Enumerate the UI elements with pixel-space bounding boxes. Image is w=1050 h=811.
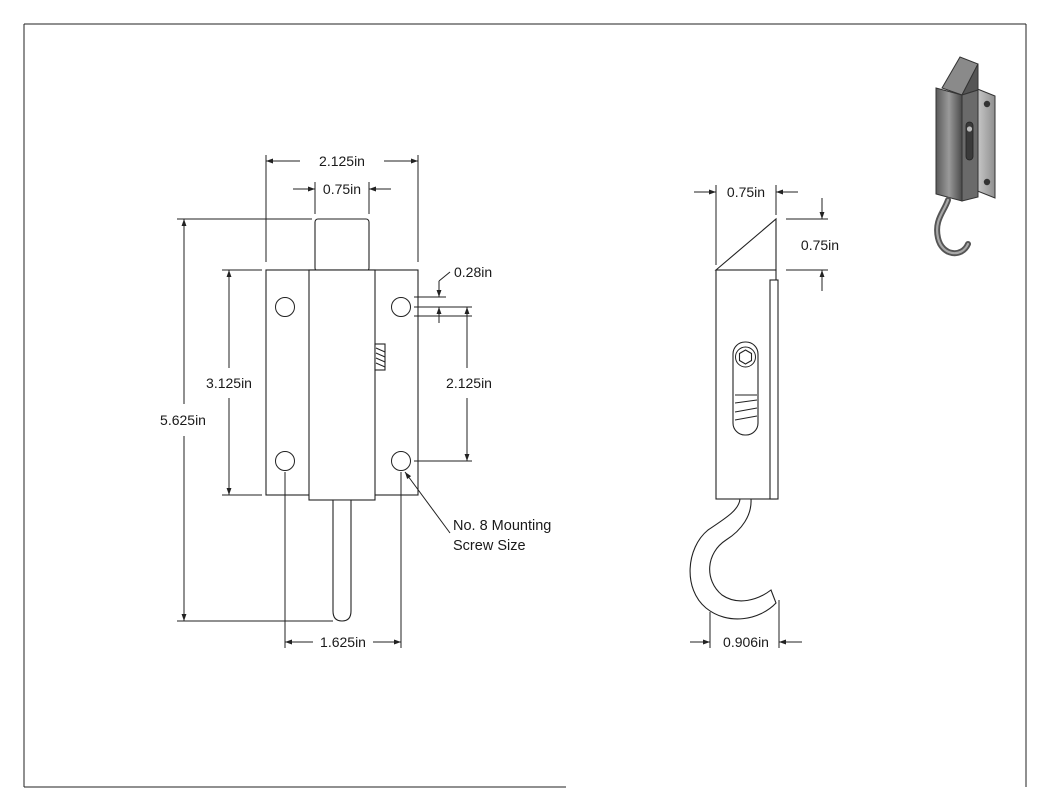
dim-hole-spacing-horizontal: 1.625in bbox=[320, 634, 366, 650]
side-hook bbox=[689, 498, 777, 620]
front-view bbox=[265, 218, 419, 622]
dim-overall-height: 5.625in bbox=[160, 412, 206, 428]
note-screw-line1: No. 8 Mounting bbox=[453, 518, 551, 534]
side-dimensions: 0.75in 0.75in 0.906in bbox=[690, 184, 839, 650]
dim-overall-width: 2.125in bbox=[319, 153, 365, 169]
dim-bevel-width: 0.75in bbox=[727, 184, 765, 200]
isometric-render bbox=[934, 56, 996, 256]
dim-hole-offset: 0.28in bbox=[454, 264, 492, 280]
bolt-shaft bbox=[332, 499, 352, 622]
dim-bevel-height: 0.75in bbox=[801, 237, 839, 253]
side-body bbox=[714, 217, 777, 271]
spring-detail bbox=[374, 343, 386, 371]
dim-hole-spacing-vertical: 2.125in bbox=[446, 375, 492, 391]
dim-hook-width: 0.906in bbox=[723, 634, 769, 650]
side-view bbox=[689, 217, 779, 620]
mounting-hole bbox=[275, 297, 295, 317]
mounting-hole bbox=[391, 451, 411, 471]
dim-plunger-width: 0.75in bbox=[323, 181, 361, 197]
note-screw-line2: Screw Size bbox=[453, 538, 526, 554]
dim-body-height: 3.125in bbox=[206, 375, 252, 391]
bolt-housing bbox=[308, 269, 376, 501]
mounting-hole bbox=[275, 451, 295, 471]
plunger-head bbox=[314, 218, 370, 272]
sheet-border bbox=[23, 23, 1027, 788]
mounting-hole bbox=[391, 297, 411, 317]
front-dimensions: 2.125in 0.75in 5.625in 3.125in 0.28in 2.… bbox=[160, 153, 551, 650]
